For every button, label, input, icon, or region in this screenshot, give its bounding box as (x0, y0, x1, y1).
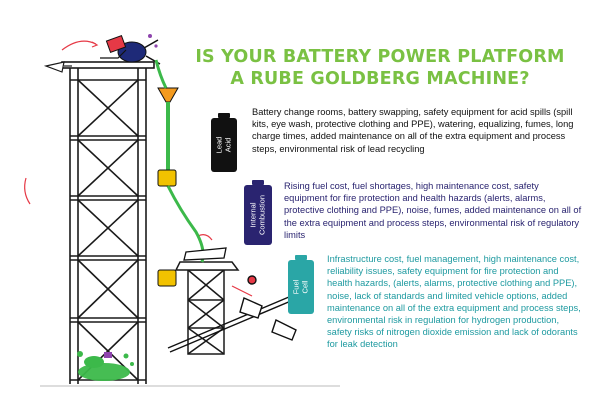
splash-icon (77, 351, 134, 381)
title-line-2: A RUBE GOLDBERG MACHINE? (230, 69, 530, 89)
battery-label-line-2: Acid (223, 137, 232, 153)
person-falling-icon (100, 34, 161, 65)
lamp-icon (43, 61, 72, 73)
battery-label: Lead Acid (215, 137, 233, 154)
lead-acid-description: Battery change rooms, battery swapping, … (252, 107, 574, 154)
battery-terminal (295, 255, 307, 260)
page-title: IS YOUR BATTERY POWER PLATFORM A RUBE GO… (185, 46, 575, 90)
internal-combustion-battery-icon: Internal Combustion (244, 180, 272, 245)
battery-label: Fuel Cell (292, 280, 310, 295)
battery-label-line-2: Cell (300, 280, 309, 294)
funnel-icon (154, 59, 179, 172)
battery-terminal (252, 180, 264, 185)
title-line-1: IS YOUR BATTERY POWER PLATFORM (195, 47, 565, 67)
small-scaffold-icon (174, 261, 240, 355)
tray-icon (183, 247, 227, 261)
battery-terminal (218, 113, 230, 118)
bucket-icon (157, 169, 177, 187)
bucket-icon-lower (157, 269, 177, 287)
scaffold-tower-icon (61, 61, 155, 384)
catapult-icon (167, 275, 299, 353)
battery-label: Internal Combustion (249, 194, 267, 236)
fuel-cell-description: Infrastructure cost, fuel management, hi… (327, 254, 581, 350)
lead-acid-battery-icon: Lead Acid (211, 113, 237, 172)
fuel-cell-battery-icon: Fuel Cell (288, 255, 314, 314)
battery-label-line-2: Combustion (257, 194, 266, 236)
internal-combustion-description: Rising fuel cost, fuel shortages, high m… (284, 181, 582, 240)
